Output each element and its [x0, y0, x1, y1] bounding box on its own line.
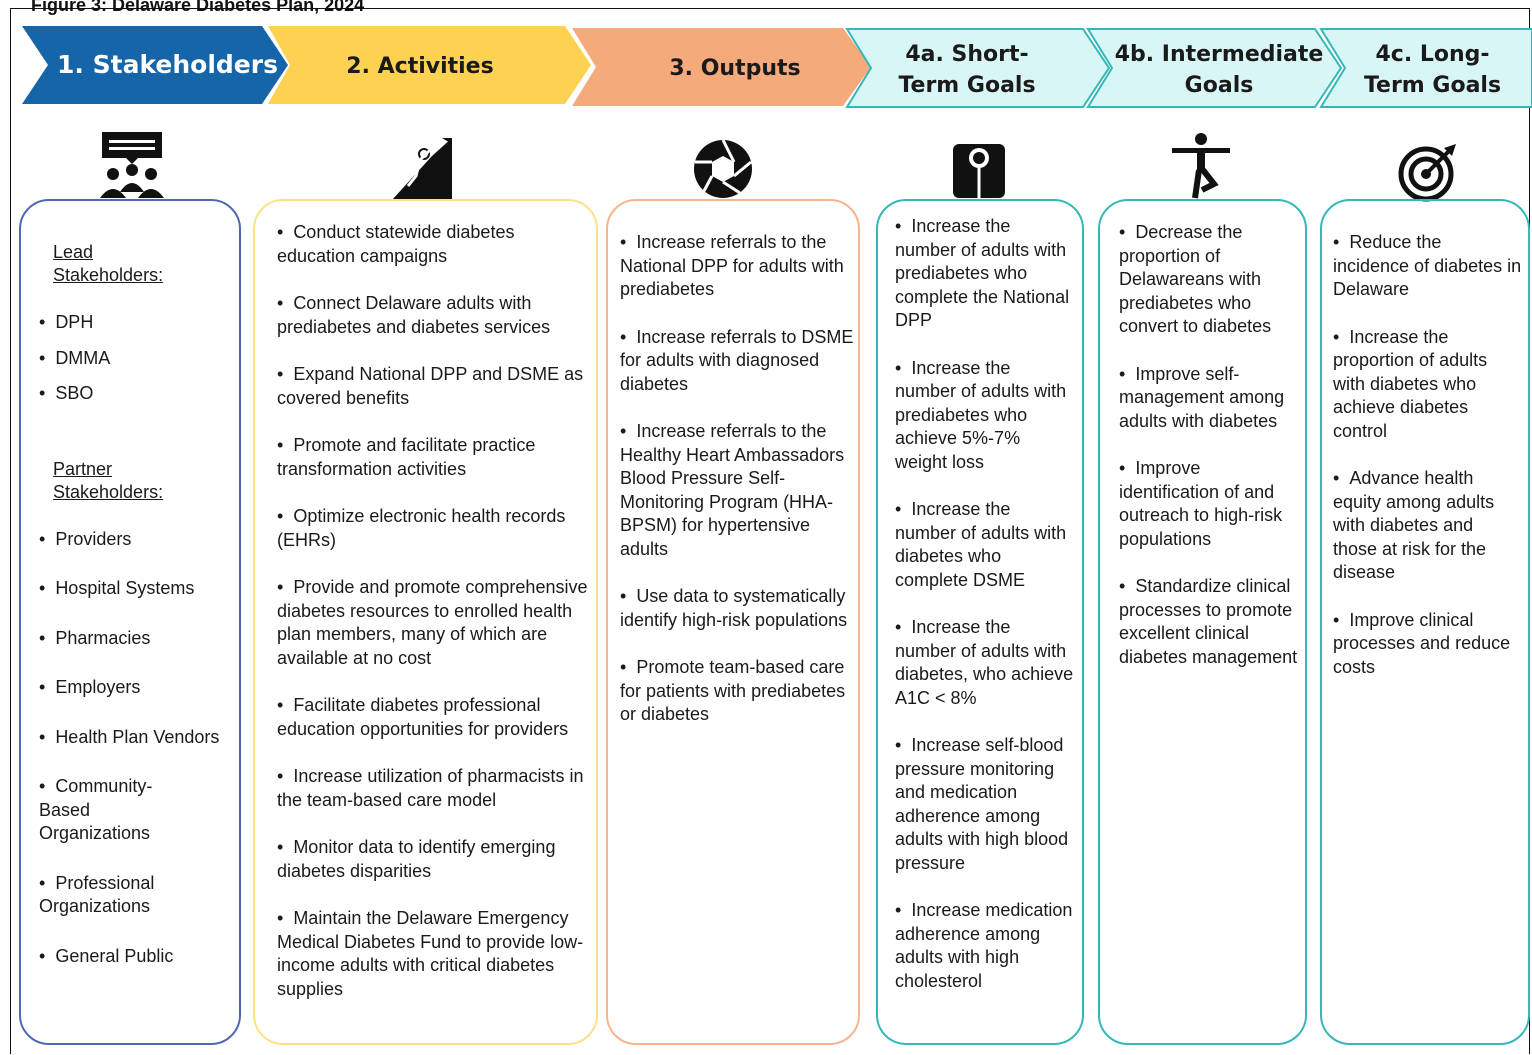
list-item: Hospital Systems: [39, 577, 229, 601]
list-item: Increase the number of adults with predi…: [895, 357, 1076, 475]
list-item: SBO: [39, 382, 229, 406]
list-item: Employers: [39, 676, 229, 700]
list-item: Health Plan Vendors: [39, 726, 229, 750]
chevron-intermediate: [1086, 28, 1343, 108]
long-term-goals-panel: Reduce the incidence of diabetes in Dela…: [1320, 199, 1530, 1045]
header-chevrons: [22, 26, 1532, 108]
list-item: Community-Based Organizations: [39, 775, 179, 846]
stakeholders-panel: Lead Stakeholders: DPH DMMA SBO Partner …: [19, 199, 241, 1045]
figure-title: Figure 3: Delaware Diabetes Plan, 2024: [31, 0, 365, 15]
list-item: Professional Organizations: [39, 872, 229, 919]
intermediate-goals-panel: Decrease the proportion of Delawareans w…: [1098, 199, 1307, 1045]
list-item: Improve identification of and outreach t…: [1119, 457, 1299, 551]
header-activities: 2. Activities: [346, 53, 494, 79]
chevron-long-term: [1319, 28, 1532, 108]
activities-panel: Conduct statewide diabetes education cam…: [253, 199, 598, 1045]
lead-stakeholders-label: Lead Stakeholders:: [53, 242, 164, 285]
list-item: Use data to systematically identify high…: [620, 585, 854, 632]
scale-icon: [953, 144, 1005, 198]
list-item: DMMA: [39, 347, 229, 371]
list-item: Promote team-based care for patients wit…: [620, 656, 854, 727]
list-item: Connect Delaware adults with prediabetes…: [277, 292, 592, 339]
list-item: Pharmacies: [39, 627, 229, 651]
list-item: Expand National DPP and DSME as covered …: [277, 363, 592, 410]
list-item: Increase self-blood pressure monitoring …: [895, 734, 1076, 875]
short-term-goals-list: Increase the number of adults with predi…: [895, 215, 1076, 993]
partner-stakeholders-list: Providers Hospital Systems Pharmacies Em…: [39, 528, 229, 969]
list-item: Advance health equity among adults with …: [1333, 467, 1522, 585]
list-item: Providers: [39, 528, 229, 552]
outputs-panel: Increase referrals to the National DPP f…: [606, 199, 860, 1045]
list-item: Facilitate diabetes professional educati…: [277, 694, 592, 741]
list-item: Increase referrals to DSME for adults wi…: [620, 326, 854, 397]
balance-pose-icon: [1172, 133, 1230, 199]
list-item: Promote and facilitate practice transfor…: [277, 434, 592, 481]
list-item: Increase referrals to the Healthy Heart …: [620, 420, 854, 561]
header-long-term: 4c. Long-Term Goals: [1363, 42, 1502, 98]
intermediate-goals-list: Decrease the proportion of Delawareans w…: [1119, 221, 1299, 669]
list-item: Decrease the proportion of Delawareans w…: [1119, 221, 1299, 339]
list-item: Maintain the Delaware Emergency Medical …: [277, 907, 592, 1001]
list-item: Increase the number of adults with diabe…: [895, 498, 1076, 592]
list-item: Increase medication adherence among adul…: [895, 899, 1076, 993]
chevron-outputs: [572, 28, 871, 106]
chevron-stakeholders: [22, 26, 288, 104]
list-item: Increase utilization of pharmacists in t…: [277, 765, 592, 812]
list-item: Conduct statewide diabetes education cam…: [277, 221, 592, 268]
outputs-list: Increase referrals to the National DPP f…: [620, 231, 854, 727]
list-item: Increase the proportion of adults with d…: [1333, 326, 1522, 444]
chevron-short-term: [845, 28, 1111, 108]
list-item: Increase the number of adults with diabe…: [895, 616, 1076, 710]
header-short-term: 4a. Short-Term Goals: [898, 42, 1036, 98]
list-item: Monitor data to identify emerging diabet…: [277, 836, 592, 883]
list-item: Reduce the incidence of diabetes in Dela…: [1333, 231, 1522, 302]
activities-list: Conduct statewide diabetes education cam…: [277, 221, 592, 1001]
list-item: Improve self-management among adults wit…: [1119, 363, 1299, 434]
camera-aperture-icon: [694, 139, 752, 198]
target-arrow-icon: [1398, 144, 1456, 202]
list-item: Increase referrals to the National DPP f…: [620, 231, 854, 302]
list-item: DPH: [39, 311, 229, 335]
list-item: Improve clinical processes and reduce co…: [1333, 609, 1522, 680]
short-term-goals-panel: Increase the number of adults with predi…: [876, 199, 1084, 1045]
list-item: Provide and promote comprehensive diabet…: [277, 576, 592, 670]
climber-summit-icon: [392, 138, 452, 200]
chevron-activities: [268, 26, 591, 104]
presentation-audience-icon: [100, 132, 164, 198]
list-item: General Public: [39, 945, 229, 969]
list-item: Standardize clinical processes to promot…: [1119, 575, 1299, 669]
lead-stakeholders-list: DPH DMMA SBO: [39, 311, 229, 406]
list-item: Increase the number of adults with predi…: [895, 215, 1076, 333]
partner-stakeholders-label: Partner Stakeholders:: [53, 458, 164, 502]
list-item: Optimize electronic health records (EHRs…: [277, 505, 592, 552]
long-term-goals-list: Reduce the incidence of diabetes in Dela…: [1333, 231, 1522, 679]
header-stakeholders: 1. Stakeholders: [57, 49, 278, 79]
header-outputs: 3. Outputs: [669, 55, 801, 81]
